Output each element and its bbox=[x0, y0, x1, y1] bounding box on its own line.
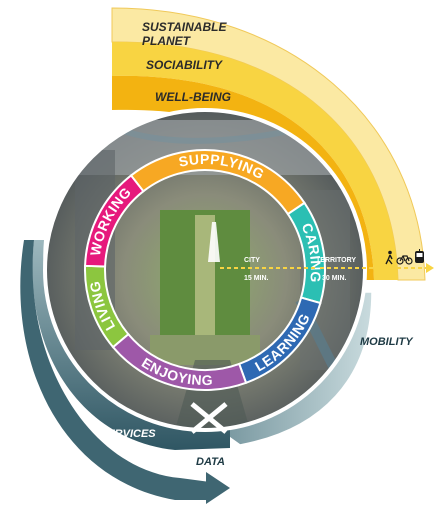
tram-icon bbox=[415, 249, 424, 263]
city-time-label: 15 MIN. bbox=[244, 275, 269, 282]
flow-crossing bbox=[190, 402, 228, 434]
mobility-label: MOBILITY bbox=[360, 336, 414, 348]
services-band bbox=[32, 240, 230, 450]
city-label: CITY bbox=[244, 257, 260, 264]
territory-label: TERRITORY bbox=[316, 257, 356, 264]
territory-time-label: 30 MIN. bbox=[322, 275, 347, 282]
territory-arrow-head bbox=[426, 263, 434, 273]
sociability-band bbox=[112, 41, 398, 281]
eiffel-tower bbox=[208, 222, 220, 262]
sociability-label: SOCIABILITY bbox=[146, 58, 223, 72]
data-label: DATA bbox=[196, 456, 225, 468]
scale-indicator: CITY 15 MIN. TERRITORY 30 MIN. bbox=[220, 257, 434, 282]
well-being-label: WELL-BEING bbox=[155, 90, 231, 104]
sustainable-label-line1: SUSTAINABLE bbox=[142, 20, 227, 34]
services-label: SERVICES bbox=[100, 428, 156, 440]
city-boundary bbox=[43, 108, 367, 432]
mobility-icons bbox=[385, 249, 424, 265]
sustainable-label-line2: PLANET bbox=[142, 34, 192, 48]
bicycle-icon bbox=[396, 255, 413, 265]
ring-segment-enjoying bbox=[111, 332, 248, 391]
data-band bbox=[20, 240, 210, 500]
pedestrian-icon bbox=[385, 250, 393, 265]
data-arrow-head bbox=[206, 472, 230, 504]
